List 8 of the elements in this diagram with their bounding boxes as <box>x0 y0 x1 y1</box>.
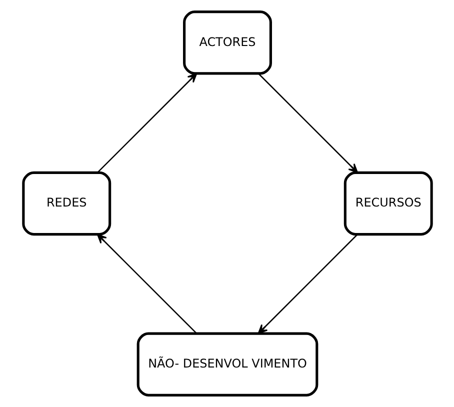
node-box: REDES <box>22 171 111 236</box>
arrow <box>258 73 358 174</box>
arrow <box>257 234 358 334</box>
arrow <box>96 234 196 334</box>
node-box: RECURSOS <box>343 171 432 236</box>
node-box: NÃO- DESENVOL VIMENTO <box>136 332 318 396</box>
arrow <box>96 72 197 173</box>
node-box: ACTORES <box>182 10 272 75</box>
